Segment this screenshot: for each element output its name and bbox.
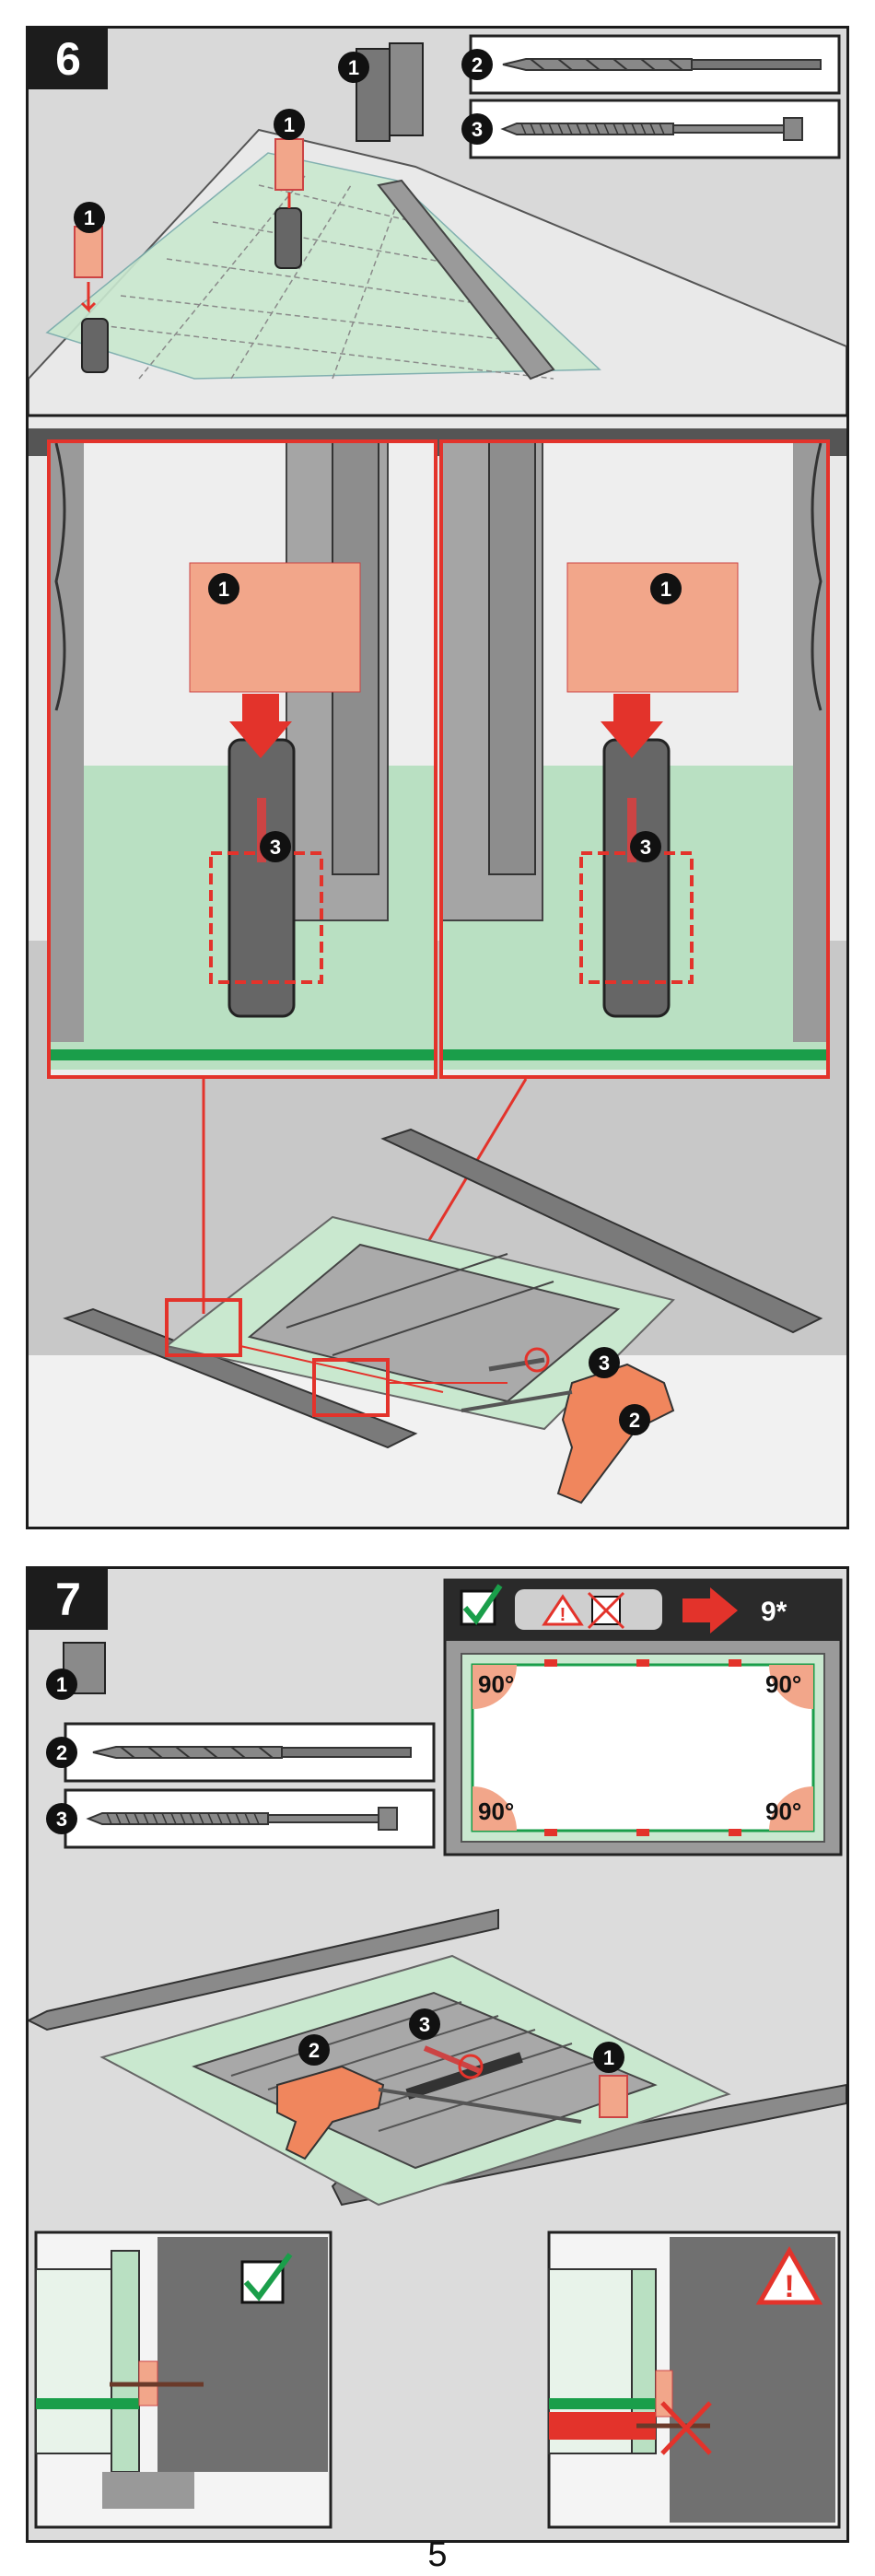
check-icon (461, 1586, 500, 1624)
callout-3: 3 (56, 1808, 67, 1831)
callout-1: 1 (84, 206, 95, 229)
goto-step-label: 9* (761, 1597, 788, 1627)
callout-2: 2 (56, 1741, 67, 1764)
callout-1: 1 (284, 113, 295, 136)
angle-top-left: 90° (478, 1670, 514, 1698)
angle-top-right: 90° (765, 1670, 801, 1698)
callout-3: 3 (419, 2013, 430, 2036)
detail-correct (36, 2232, 331, 2527)
callout-1: 1 (348, 56, 359, 79)
callout-1: 1 (603, 2046, 614, 2069)
square-check-panel: ! 9* 90° 90° 90° 90° (445, 1580, 841, 1855)
svg-text:!: ! (560, 1605, 566, 1625)
detail-incorrect: ! (549, 2232, 839, 2527)
page-number: 5 (0, 2535, 875, 2575)
callout-3: 3 (599, 1352, 610, 1375)
angle-bottom-left: 90° (478, 1797, 514, 1825)
crossed-box-icon (589, 1593, 624, 1628)
drill-bit-icon (503, 59, 821, 70)
detail-right: 1 3 (441, 441, 828, 1077)
detail-left: 1 3 (49, 441, 436, 1077)
step-6-illustration: 1 1 1 2 3 (29, 29, 846, 1527)
step-6-panel: 6 1 (26, 26, 849, 1529)
callout-2: 2 (629, 1409, 640, 1432)
step-7-number: 7 (29, 1569, 108, 1630)
callout-2: 2 (472, 53, 483, 76)
callout-1: 1 (56, 1673, 67, 1696)
callout-3: 3 (640, 836, 651, 859)
callout-3: 3 (472, 118, 483, 141)
angle-bottom-right: 90° (765, 1797, 801, 1825)
callout-3: 3 (270, 836, 281, 859)
step-6-number: 6 (29, 29, 108, 89)
callout-2: 2 (309, 2039, 320, 2062)
step-7-panel: 7 1 2 3 (26, 1566, 849, 2543)
step-7-illustration: 1 2 3 (29, 1569, 846, 2540)
svg-text:!: ! (784, 2269, 794, 2304)
callout-1: 1 (660, 578, 671, 601)
check-icon (242, 2254, 290, 2302)
callout-1: 1 (218, 578, 229, 601)
drill-bit-icon (93, 1747, 411, 1758)
